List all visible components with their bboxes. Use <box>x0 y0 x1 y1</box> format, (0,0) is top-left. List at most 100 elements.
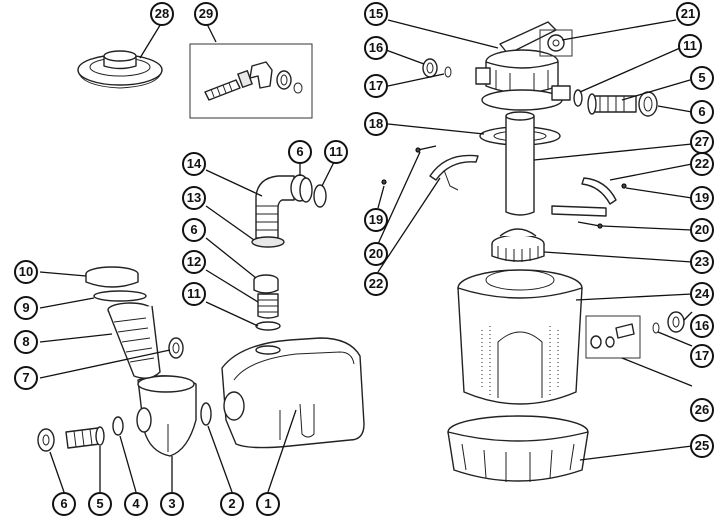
part-strainer-housing <box>136 375 197 457</box>
part-hose-adapter-5-bottom <box>65 426 105 449</box>
callout-5-right: 5 <box>690 66 714 90</box>
callout-16-upper: 16 <box>364 36 388 60</box>
callouts: 28 29 15 21 16 11 17 5 6 18 27 22 19 20 … <box>14 2 714 516</box>
callout-29: 29 <box>194 2 218 26</box>
svg-text:19: 19 <box>695 190 709 205</box>
svg-text:10: 10 <box>19 264 33 279</box>
svg-text:19: 19 <box>369 212 383 227</box>
callout-17-lower: 17 <box>690 344 714 368</box>
part-multiport-valve <box>475 21 571 111</box>
part-lid-ring <box>85 266 139 288</box>
svg-text:24: 24 <box>695 286 710 301</box>
part-oring-4 <box>112 416 124 436</box>
svg-text:20: 20 <box>369 246 383 261</box>
part-tank-neck <box>491 228 545 262</box>
part-center-pipe <box>505 111 535 216</box>
callout-23: 23 <box>690 250 714 274</box>
callout-27: 27 <box>690 130 714 154</box>
callout-9: 9 <box>14 296 38 320</box>
callout-22-right: 22 <box>690 152 714 176</box>
svg-text:26: 26 <box>695 402 709 417</box>
part-nut-16-upper <box>422 58 438 78</box>
callout-18: 18 <box>364 112 388 136</box>
callout-5-bottom: 5 <box>88 492 112 516</box>
svg-text:3: 3 <box>168 496 175 511</box>
svg-text:7: 7 <box>22 370 29 385</box>
svg-text:23: 23 <box>695 254 709 269</box>
part-filter-tank <box>457 269 583 405</box>
svg-text:12: 12 <box>187 254 201 269</box>
callout-11-mid: 11 <box>182 282 206 306</box>
svg-text:17: 17 <box>695 348 709 363</box>
part-nut-6-bottom <box>37 428 55 452</box>
svg-text:11: 11 <box>683 38 697 53</box>
part-nut-6-right <box>638 91 658 117</box>
svg-text:18: 18 <box>369 116 383 131</box>
svg-text:28: 28 <box>155 6 169 21</box>
svg-text:6: 6 <box>698 104 705 119</box>
callout-13: 13 <box>182 186 206 210</box>
callout-28: 28 <box>150 2 174 26</box>
part-screw-19-right <box>621 183 627 189</box>
svg-text:22: 22 <box>369 276 383 291</box>
svg-text:6: 6 <box>296 144 303 159</box>
callout-6-top: 6 <box>288 140 312 164</box>
svg-text:14: 14 <box>187 156 202 171</box>
callout-20-right: 20 <box>690 218 714 242</box>
svg-text:8: 8 <box>22 334 29 349</box>
svg-text:22: 22 <box>695 156 709 171</box>
part-oring-2 <box>200 402 212 426</box>
part-oring-11-top <box>313 184 327 208</box>
part-base-stand <box>447 415 589 482</box>
part-drain-assembly <box>585 315 641 359</box>
callout-15: 15 <box>364 2 388 26</box>
part-pump-housing <box>221 337 365 449</box>
part-fitting-kit <box>189 43 313 119</box>
part-nut-6-top <box>299 177 313 203</box>
svg-text:20: 20 <box>695 222 709 237</box>
callout-12: 12 <box>182 250 206 274</box>
svg-text:1: 1 <box>264 496 271 511</box>
part-clamp-half-right <box>551 177 617 217</box>
callout-17-upper: 17 <box>364 74 388 98</box>
callout-25: 25 <box>690 434 714 458</box>
callout-10: 10 <box>14 260 38 284</box>
svg-text:13: 13 <box>187 190 201 205</box>
svg-text:11: 11 <box>329 144 343 159</box>
leader-lines <box>39 19 693 493</box>
part-oring-9 <box>93 290 147 302</box>
callout-21: 21 <box>676 2 700 26</box>
svg-text:15: 15 <box>369 6 383 21</box>
part-nut-16-lower <box>667 311 685 333</box>
part-pressure-gauge <box>539 29 573 57</box>
part-nut-6-mid <box>253 274 279 294</box>
callout-2: 2 <box>220 492 244 516</box>
svg-text:27: 27 <box>695 134 709 149</box>
svg-text:16: 16 <box>369 40 383 55</box>
part-connector <box>257 293 279 319</box>
svg-text:5: 5 <box>96 496 103 511</box>
callout-19-right: 19 <box>690 186 714 210</box>
svg-text:4: 4 <box>132 496 140 511</box>
part-hose-adapter-5-right <box>587 93 637 115</box>
callout-14: 14 <box>182 152 206 176</box>
callout-6-right: 6 <box>690 100 714 124</box>
part-hose-clamp <box>251 236 285 248</box>
part-clamp-half-left <box>429 154 479 191</box>
svg-text:6: 6 <box>190 222 197 237</box>
callout-11-right: 11 <box>678 34 702 58</box>
svg-text:5: 5 <box>698 70 705 85</box>
callout-22-left: 22 <box>364 272 388 296</box>
svg-text:2: 2 <box>228 496 235 511</box>
part-knob <box>168 337 184 359</box>
part-strainer-lid <box>77 50 163 89</box>
callout-3: 3 <box>160 492 184 516</box>
part-oring-17-upper <box>444 66 452 78</box>
part-strainer-basket <box>107 302 161 379</box>
svg-text:6: 6 <box>60 496 67 511</box>
svg-text:16: 16 <box>695 318 709 333</box>
callout-4: 4 <box>124 492 148 516</box>
callout-16-lower: 16 <box>690 314 714 338</box>
callout-1: 1 <box>256 492 280 516</box>
